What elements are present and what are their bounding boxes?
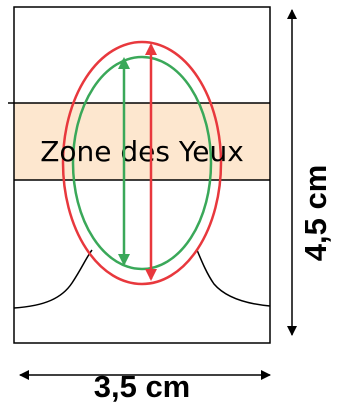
inner-face-oval xyxy=(71,55,213,271)
shoulders-outline xyxy=(13,249,271,309)
outer-face-oval xyxy=(61,40,223,286)
height-dimension-label: 4,5 cm xyxy=(298,165,333,262)
photo-frame xyxy=(13,6,271,344)
eye-zone-label: Zone des Yeux xyxy=(40,135,244,168)
width-dimension-label: 3,5 cm xyxy=(94,369,191,404)
eye-zone-band xyxy=(14,103,270,180)
